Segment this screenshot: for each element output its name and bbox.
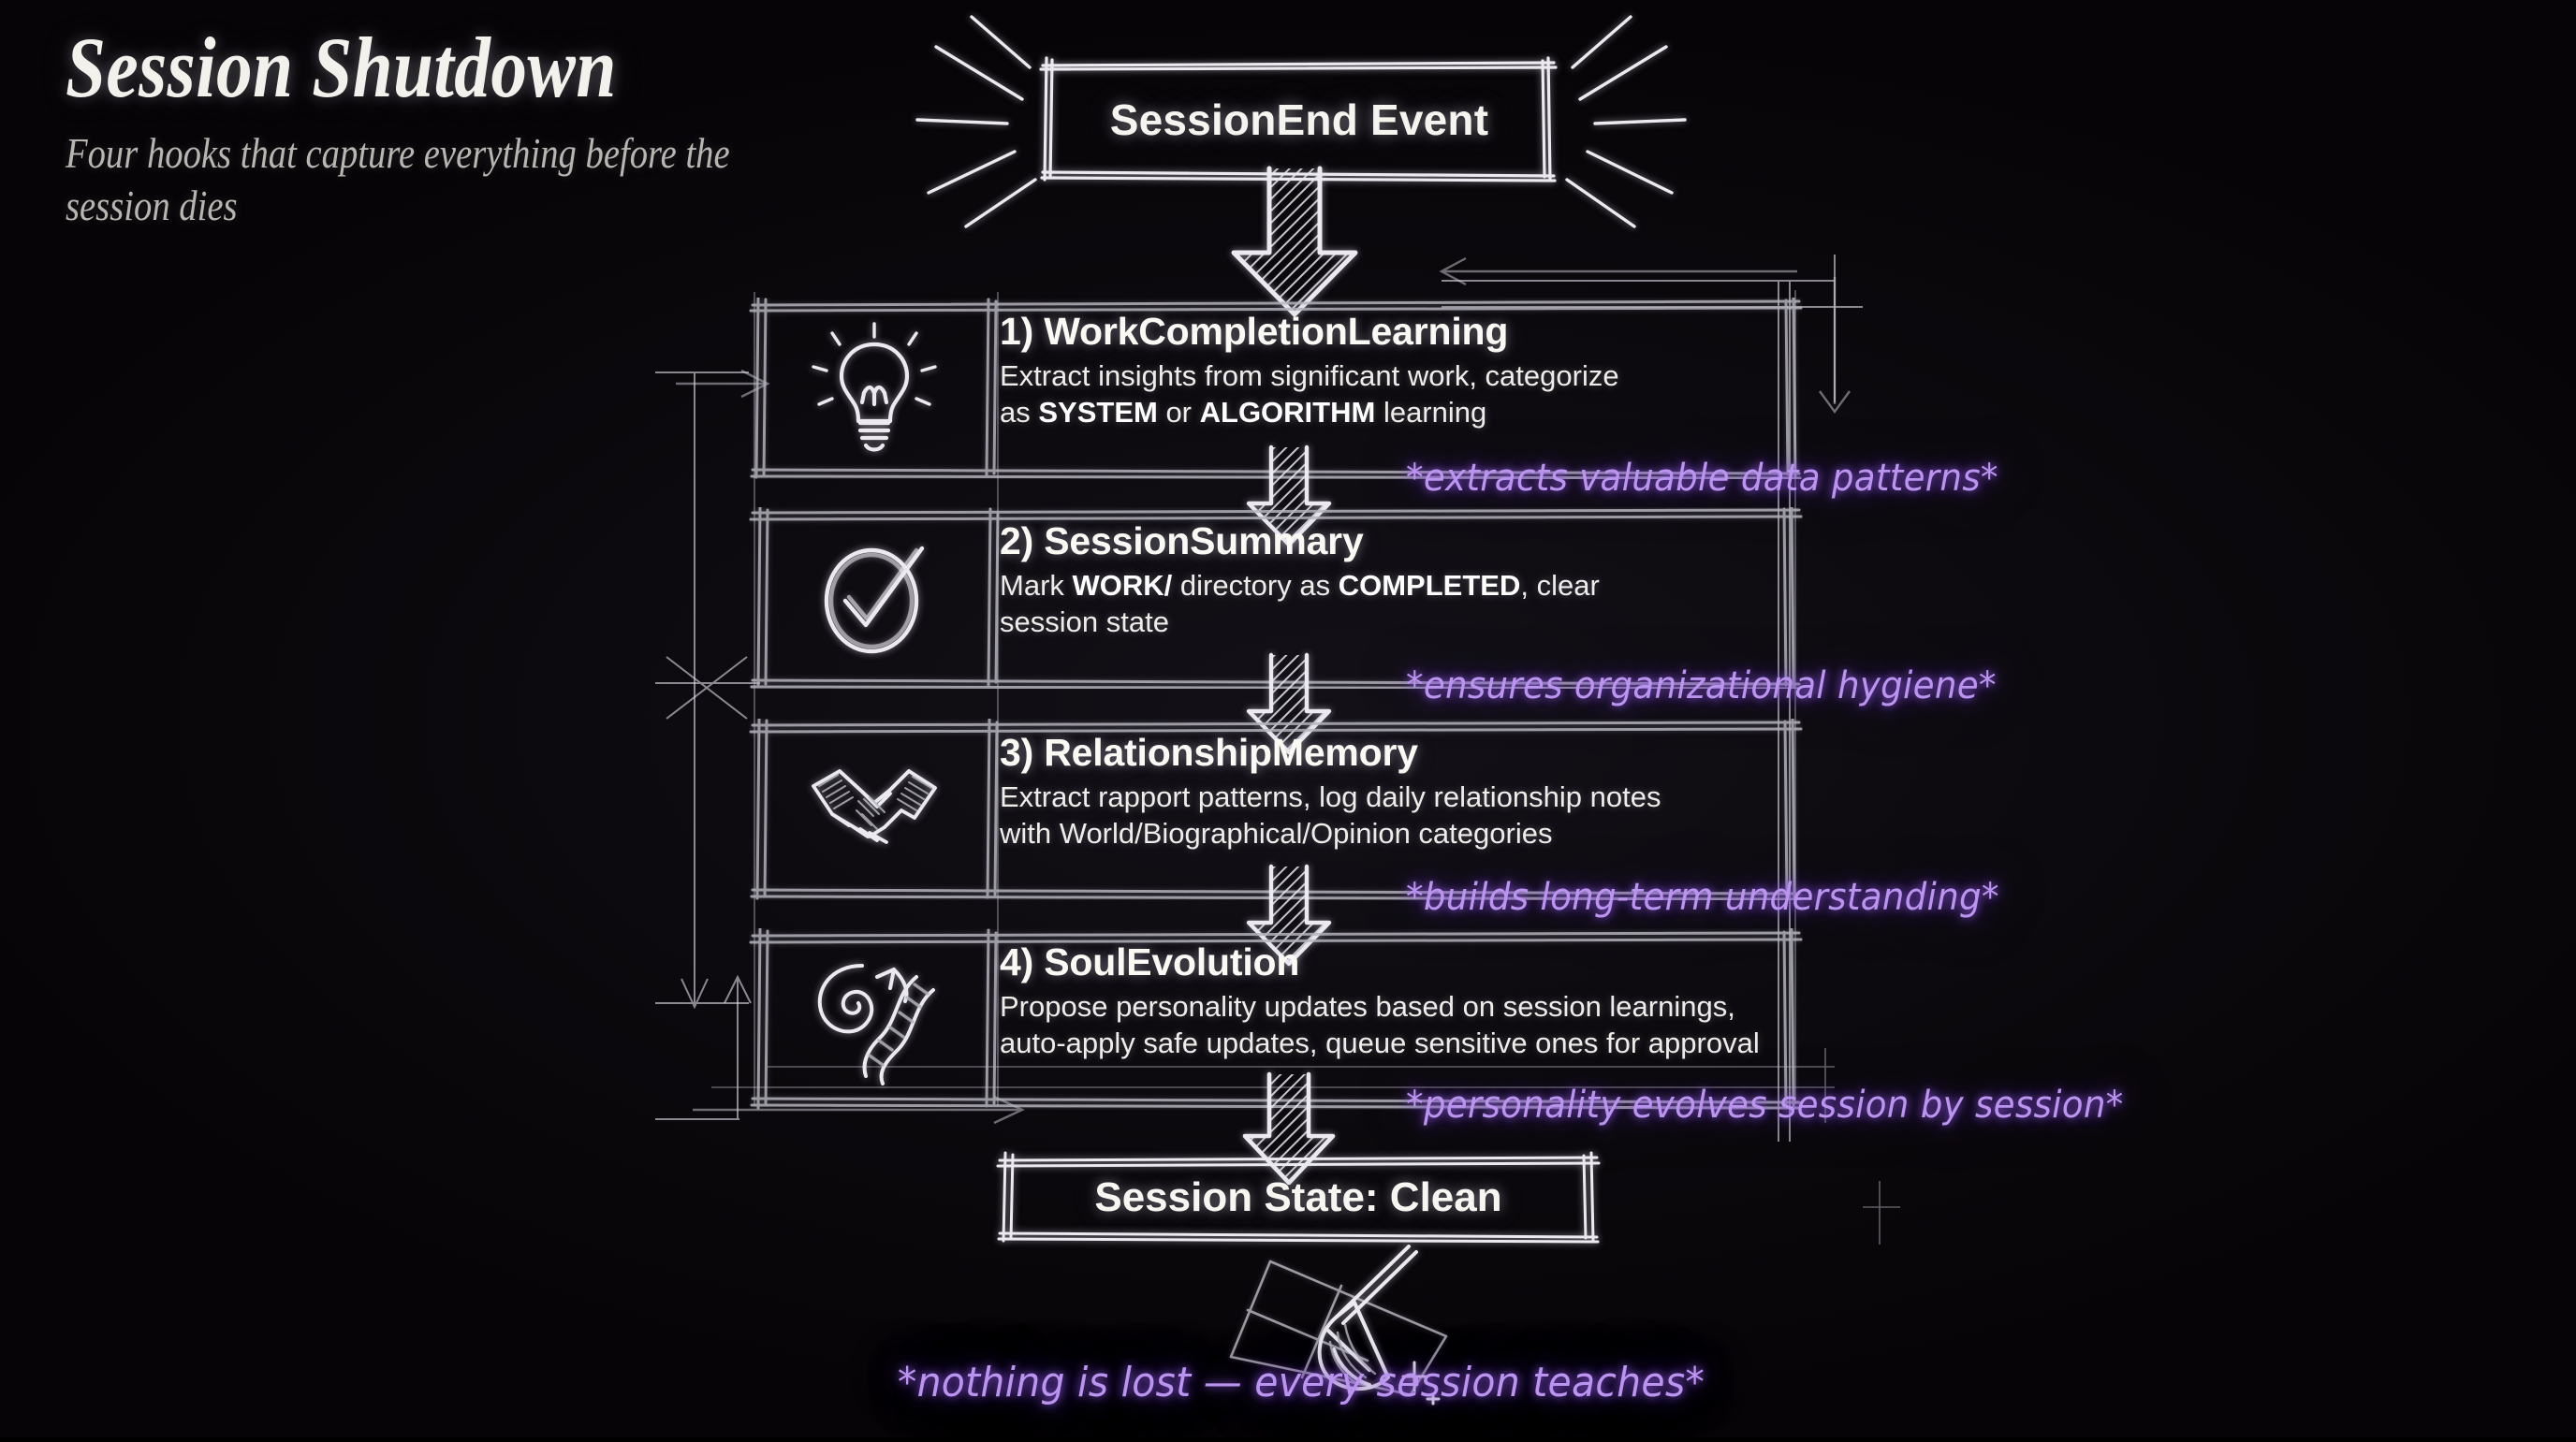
hook-card-4-title: 4) SoulEvolution [1000,940,1300,983]
hook-card-2-title: 2) SessionSummary [1000,519,1364,562]
hook-3-desc-line1: Extract rapport patterns, log daily rela… [1000,780,1661,814]
hook-card-3[interactable]: 3) RelationshipMemory Extract rapport pa… [749,717,1803,901]
hook-card-1-desc: Extract insights from significant work, … [1000,357,1786,430]
hook-1-desc-line2-pre: as [1000,396,1039,430]
hook-1-keyword-system: SYSTEM [1038,396,1158,430]
hook-card-4-body: 4) SoulEvolution Propose personality upd… [1000,941,1786,1061]
flow-arrow-4 [1232,1071,1346,1187]
annotation-4: *personality evolves session by session* [1406,1084,2124,1127]
hook-card-1-title: 1) WorkCompletionLearning [1000,310,1509,353]
hook-2-desc-pre: Mark [1000,569,1073,603]
hook-card-3-desc: Extract rapport patterns, log daily rela… [1000,779,1786,852]
hook-card-4-desc: Propose personality updates based on ses… [1000,988,1786,1061]
hook-1-desc-line2-mid: or [1157,396,1200,430]
hook-3-desc-line2: with World/Biographical/Opinion categori… [1000,817,1553,851]
hook-2-keyword-completed: COMPLETED [1338,569,1521,603]
flow-arrow-1 [1237,444,1340,548]
sessionend-event-label: SessionEnd Event [1109,95,1489,144]
hook-card-3-body: 3) RelationshipMemory Extract rapport pa… [1000,732,1786,852]
hook-card-4[interactable]: 4) SoulEvolution Propose personality upd… [749,926,1803,1110]
lightbulb-icon [766,305,983,472]
hook-4-desc-line2: auto-apply safe updates, queue sensitive… [1000,1027,1760,1060]
hook-card-2-body: 2) SessionSummary Mark WORK/ directory a… [1000,520,1786,640]
title-block: Session Shutdown Four hooks that capture… [66,20,955,232]
sessionend-event-box[interactable]: SessionEnd Event [1037,56,1561,182]
hook-1-desc-line1: Extract insights from significant work, … [1000,359,1619,393]
session-state-label: Session State: Clean [1094,1174,1502,1220]
hook-card-3-title: 3) RelationshipMemory [1000,731,1418,774]
closing-note: *nothing is lost — every session teaches… [897,1359,1705,1406]
hook-1-keyword-algorithm: ALGORITHM [1199,396,1376,430]
session-state-box[interactable]: Session State: Clean [994,1151,1603,1244]
annotation-3: *builds long-term understanding* [1406,876,1999,919]
hook-2-keyword-work: WORK/ [1072,569,1173,603]
spiral-dna-icon [766,936,983,1102]
page-title: Session Shutdown [66,20,617,115]
hook-1-desc-line2-post: learning [1375,396,1487,430]
handshake-icon [766,726,983,893]
hook-card-1-body: 1) WorkCompletionLearning Extract insigh… [1000,311,1786,430]
broom-sweep-icon [1137,1245,1540,1406]
hook-2-desc-mid: directory as [1172,569,1339,603]
flow-arrow-0 [1217,166,1372,318]
check-circle-icon [766,515,983,681]
hook-card-2-desc: Mark WORK/ directory as COMPLETED, clear… [1000,567,1786,640]
annotation-2: *ensures organizational hygiene* [1406,664,1997,707]
annotation-1: *extracts valuable data patterns* [1406,457,1998,500]
page-subtitle: Four hooks that capture everything befor… [66,128,730,229]
hook-card-1[interactable]: 1) WorkCompletionLearning Extract insigh… [749,296,1803,480]
hook-2-desc-line2: session state [1000,605,1169,639]
burst-rays-decoration [915,9,1687,243]
hook-4-desc-line1: Propose personality updates based on ses… [1000,990,1735,1024]
hook-card-2[interactable]: 2) SessionSummary Mark WORK/ directory a… [749,505,1803,691]
hook-card-3-frame [749,717,1803,901]
hook-2-desc-post: , clear [1520,569,1600,603]
